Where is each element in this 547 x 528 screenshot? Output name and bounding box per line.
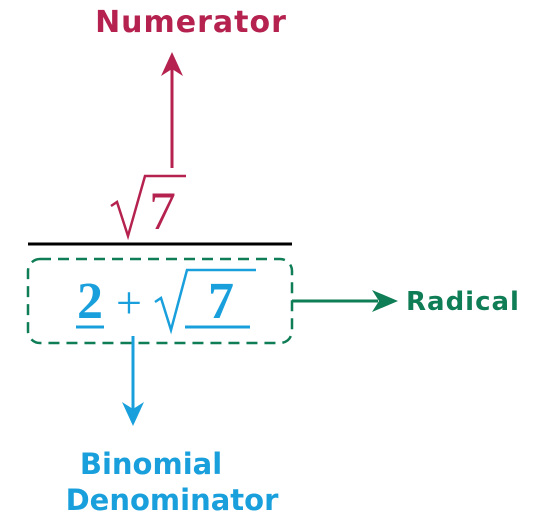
denominator-expression: 2 + 7 bbox=[76, 268, 256, 335]
denominator-box bbox=[26, 257, 294, 345]
arrow-right-icon bbox=[292, 290, 398, 312]
binomial-label-line2: Denominator bbox=[66, 483, 279, 517]
numerator-label: Numerator bbox=[95, 5, 287, 40]
denominator-operator: + bbox=[116, 277, 142, 328]
square-root-icon bbox=[154, 268, 256, 335]
arrow-down-icon bbox=[122, 336, 144, 426]
binomial-label-line1: Binomial bbox=[80, 447, 222, 481]
radical-label: Radical bbox=[406, 287, 520, 317]
square-root-icon bbox=[110, 174, 186, 241]
arrow-up-icon bbox=[161, 52, 183, 168]
denominator-integer: 2 bbox=[77, 273, 103, 330]
denominator-radicand: 7 bbox=[208, 273, 234, 330]
numerator-expression: 7 bbox=[110, 174, 186, 241]
numerator-radicand: 7 bbox=[149, 181, 176, 241]
